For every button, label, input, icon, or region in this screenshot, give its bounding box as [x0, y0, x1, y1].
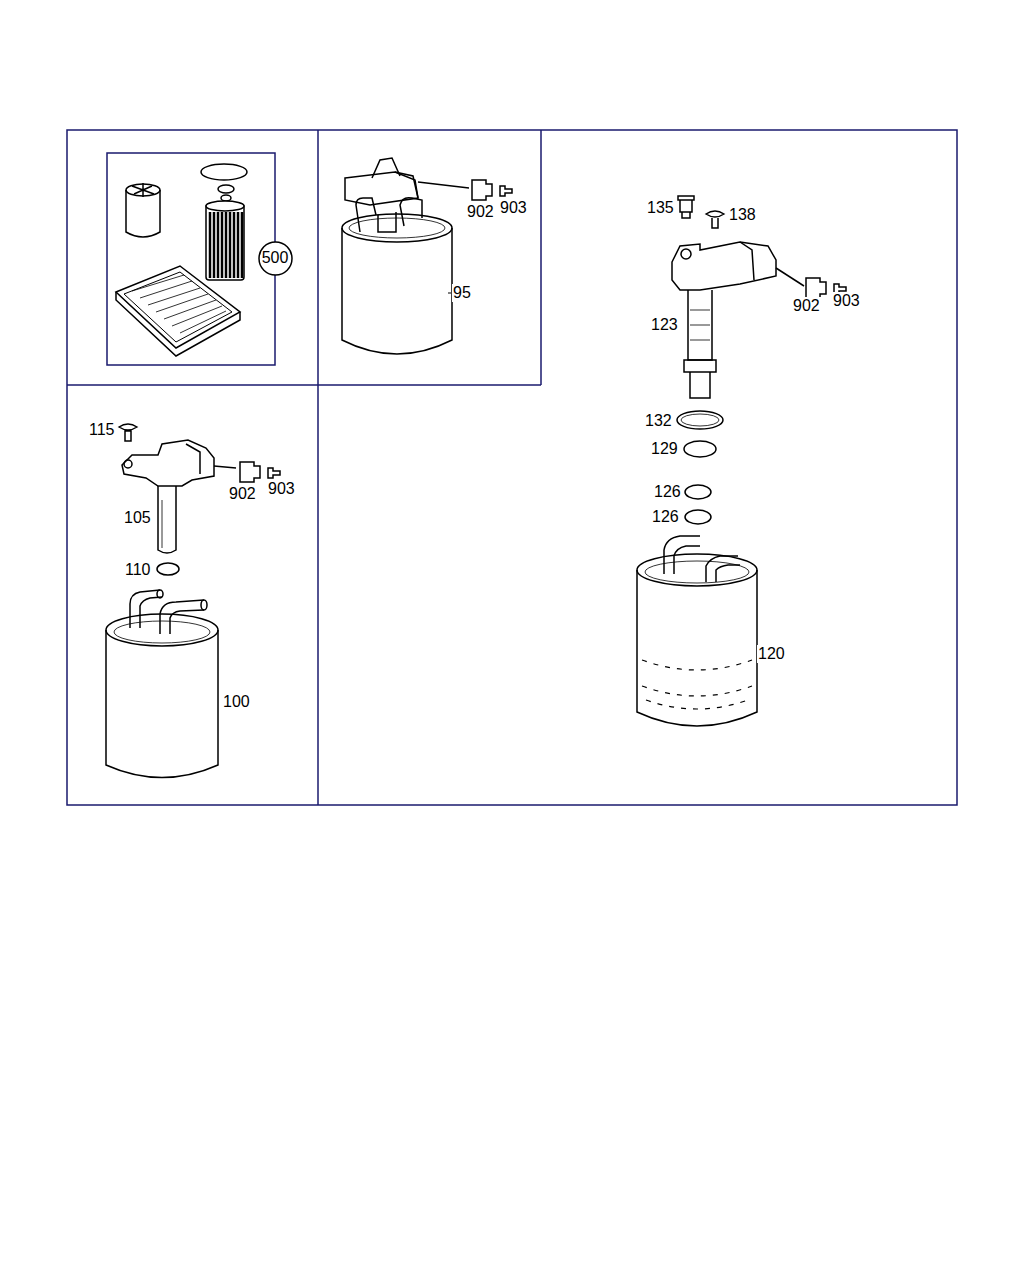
- callout-number: 500: [262, 249, 289, 267]
- callout-number: 902: [228, 485, 257, 503]
- callout-number: 126: [653, 483, 682, 501]
- callout-number: 95: [452, 284, 472, 302]
- callout-number: 100: [222, 693, 251, 711]
- callout-number: 120: [757, 645, 786, 663]
- callout-number: 138: [728, 206, 757, 224]
- callout-number: 903: [832, 292, 861, 310]
- callout-number: 132: [644, 412, 673, 430]
- callout-number: 123: [650, 316, 679, 334]
- callout-number: 902: [792, 297, 821, 315]
- callout-number: 902: [466, 203, 495, 221]
- callout-number: 129: [650, 440, 679, 458]
- callout-number: 105: [123, 509, 152, 527]
- callout-number: 135: [646, 199, 675, 217]
- callout-number: 126: [651, 508, 680, 526]
- callout-number: 115: [88, 421, 116, 439]
- callout-number: 903: [499, 199, 528, 217]
- callout-circle: 500: [258, 241, 293, 276]
- callout-number: 110: [124, 561, 152, 579]
- callout-number: 903: [267, 480, 296, 498]
